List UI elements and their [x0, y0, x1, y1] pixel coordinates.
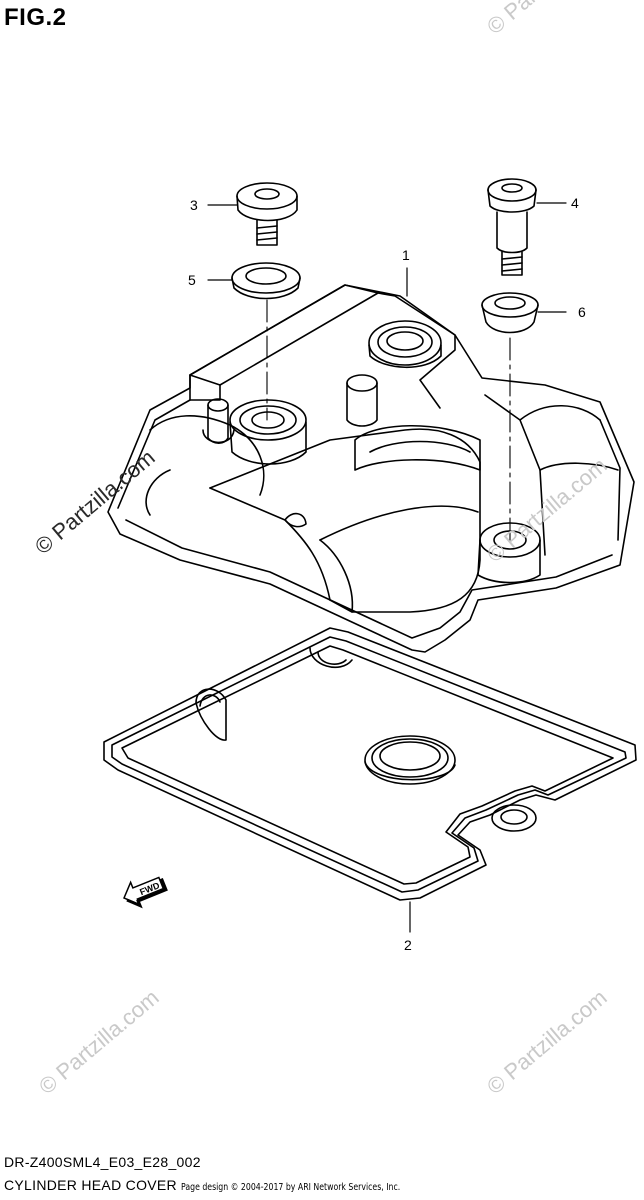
grommet-part-6: [481, 292, 539, 334]
callout-number-3: 3: [190, 197, 198, 213]
model-code: DR-Z400SML4_E03_E28_002: [4, 1154, 201, 1170]
cylinder-head-cover-part-1: [107, 284, 635, 653]
bolt-part-3: [236, 182, 298, 246]
callout-number-4: 4: [571, 195, 579, 211]
callout-number-1: 1: [402, 247, 410, 263]
gasket-part-2: [103, 627, 637, 901]
callout-number-5: 5: [188, 272, 196, 288]
figure-title: FIG.2: [4, 4, 67, 31]
bolt-part-4: [487, 178, 537, 276]
callout-number-2: 2: [404, 937, 412, 953]
washer-part-5: [231, 262, 301, 300]
forward-direction-arrow: FWD: [123, 876, 168, 909]
callout-number-6: 6: [578, 304, 586, 320]
diagram-title: CYLINDER HEAD COVER: [4, 1177, 177, 1193]
copyright-credit: Page design © 2004-2017 by ARI Network S…: [180, 1182, 401, 1193]
